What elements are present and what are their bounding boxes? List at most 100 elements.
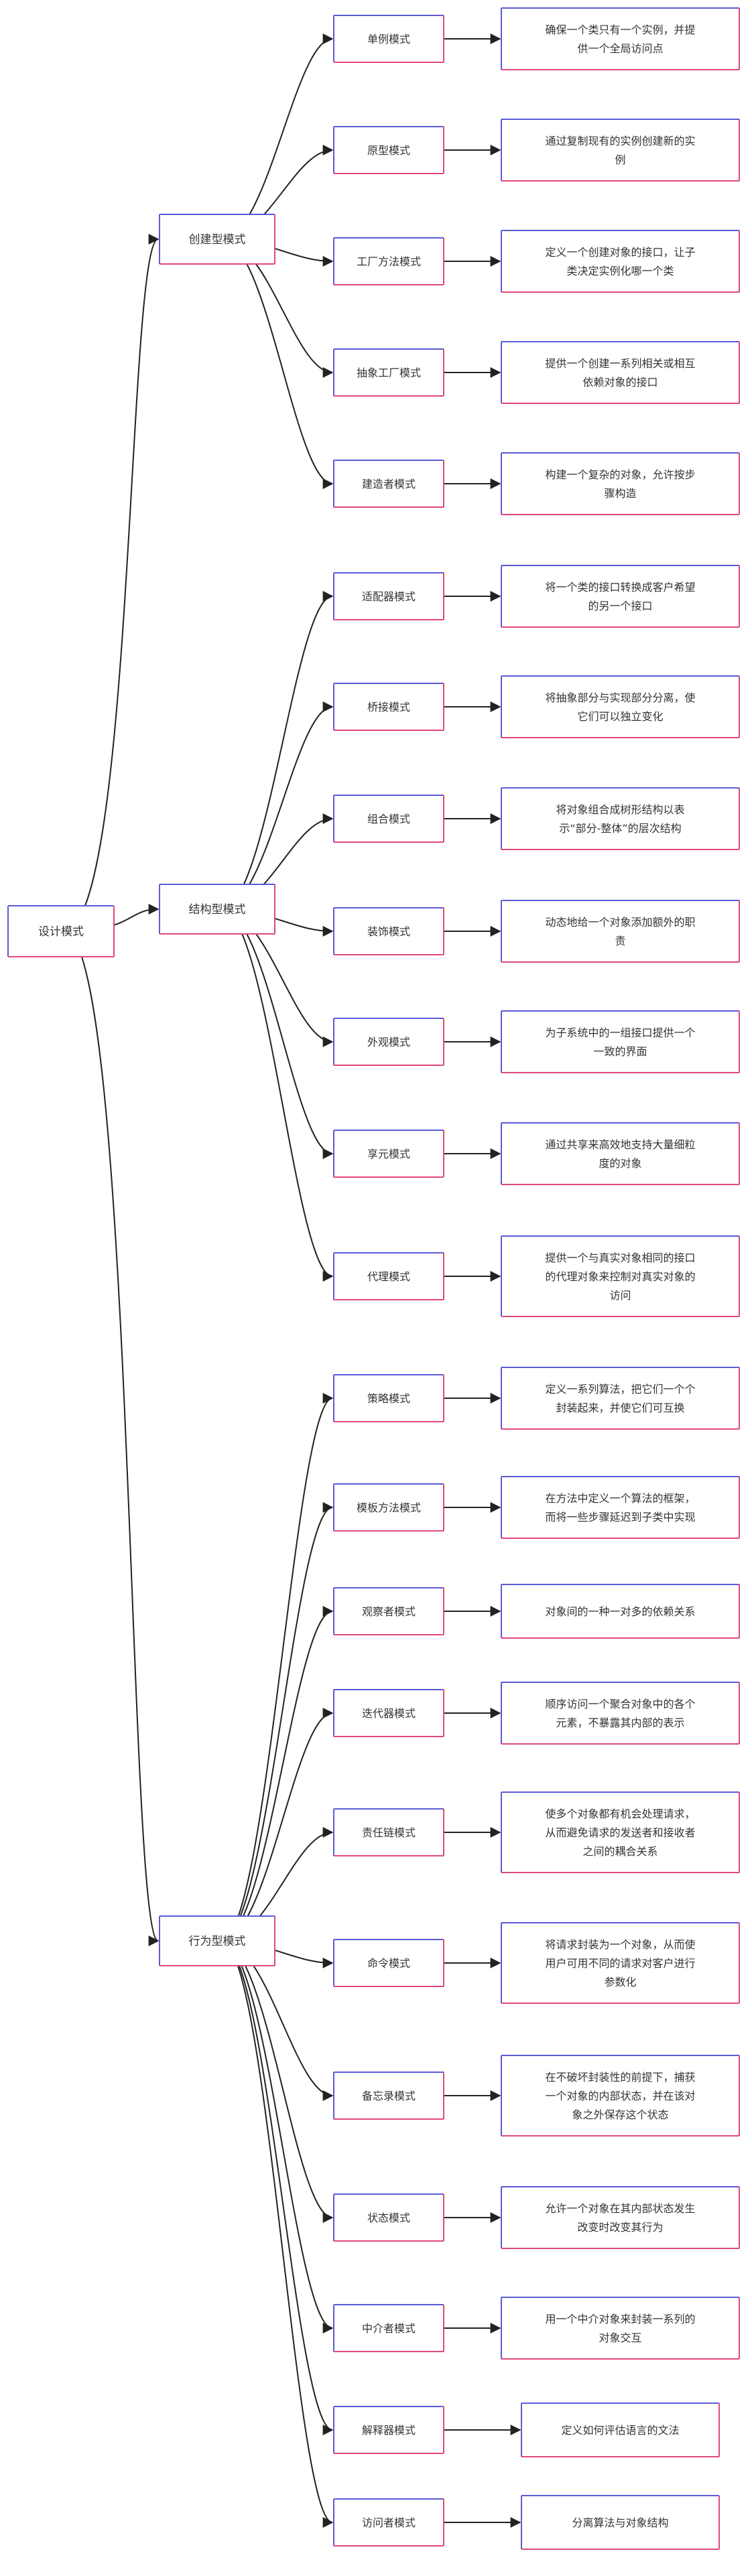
description-node-3-5: 使多个对象都有机会处理请求，从而避免请求的发送者和接收者之间的耦合关系 [501, 1791, 740, 1873]
pattern-node-3-1-frame [334, 1375, 444, 1422]
pattern-node-2-4-label: 装饰模式 [367, 925, 410, 938]
description-node-2-7-frame [501, 1236, 739, 1316]
pattern-node-3-2: 模板方法模式 [333, 1483, 444, 1532]
description-node-3-2-text: 在方法中定义一个算法的框架，而将一些步骤延迟到子类中实现 [545, 1492, 695, 1523]
category-node-1-label: 创建型模式 [189, 233, 246, 247]
pattern-node-2-7-frame [334, 1253, 444, 1300]
description-node-1-2-frame [501, 119, 739, 181]
pattern-node-2-7-label: 代理模式 [367, 1270, 410, 1283]
category-node-3-label: 行为型模式 [189, 1935, 246, 1948]
edge-category-1-to-pattern-5 [221, 239, 334, 489]
pattern-node-1-4-frame [334, 349, 444, 396]
description-node-3-5-text: 使多个对象都有机会处理请求，从而避免请求的发送者和接收者之间的耦合关系 [545, 1808, 695, 1858]
pattern-node-3-8: 状态模式 [333, 2193, 444, 2242]
description-node-3-6-text: 将请求封装为一个对象，从而使用户可用不同的请求对客户进行参数化 [545, 1938, 695, 1988]
pattern-node-2-3: 组合模式 [333, 795, 444, 843]
description-node-3-8-text: 允许一个对象在其内部状态发生改变时改变其行为 [545, 2202, 695, 2234]
description-node-3-9-frame [501, 2297, 739, 2359]
description-node-2-3-frame [501, 788, 739, 850]
description-node-3-10-frame [521, 2403, 719, 2457]
description-node-3-9: 用一个中介对象来封装一系列的对象交互 [501, 2297, 740, 2360]
description-node-1-5: 构建一个复杂的对象，允许按步骤构造 [501, 452, 740, 515]
pattern-node-3-10: 解释器模式 [333, 2406, 444, 2454]
description-node-3-3-frame [501, 1584, 739, 1638]
pattern-node-2-1: 适配器模式 [333, 572, 444, 620]
description-node-3-4-text: 顺序访问一个聚合对象中的各个元素，不暴露其内部的表示 [545, 1698, 695, 1729]
pattern-node-3-11-frame [334, 2499, 444, 2546]
pattern-node-1-4: 抽象工厂模式 [333, 348, 444, 397]
pattern-node-3-2-frame [334, 1484, 444, 1531]
root-node-frame [8, 906, 114, 957]
pattern-node-3-5-label: 责任链模式 [362, 1826, 416, 1839]
pattern-node-2-6-frame [334, 1130, 444, 1177]
pattern-node-3-8-frame [334, 2194, 444, 2241]
pattern-node-2-5-frame [334, 1018, 444, 1065]
description-node-3-7-frame [501, 2055, 739, 2136]
description-node-2-2-frame [501, 676, 739, 738]
description-node-3-6-frame [501, 1923, 739, 2003]
description-node-1-4-frame [501, 342, 739, 403]
edges-layer [63, 33, 521, 2528]
description-node-2-4-frame [501, 900, 739, 962]
description-node-3-8-frame [501, 2187, 739, 2248]
description-node-2-6-text: 通过共享来高效地支持大量细粒度的对象 [545, 1138, 695, 1170]
pattern-node-2-4-frame [334, 908, 444, 955]
pattern-node-2-1-frame [334, 573, 444, 620]
category-node-1-frame [160, 214, 275, 264]
pattern-node-3-1: 策略模式 [333, 1374, 444, 1422]
edge-root-to-category-3 [63, 931, 160, 1946]
description-node-1-3-frame [501, 230, 739, 292]
pattern-node-1-1-label: 单例模式 [367, 33, 410, 46]
pattern-node-2-5-label: 外观模式 [367, 1036, 410, 1048]
pattern-node-2-6: 享元模式 [333, 1130, 444, 1178]
pattern-node-1-5: 建造者模式 [333, 460, 444, 508]
description-node-2-5: 为子系统中的一组接口提供一个一致的界面 [501, 1010, 740, 1073]
pattern-node-3-5: 责任链模式 [333, 1808, 444, 1856]
pattern-node-1-2-frame [334, 127, 444, 174]
description-node-2-1: 将一个类的接口转换成客户希望的另一个接口 [501, 565, 740, 628]
pattern-node-3-5-frame [334, 1809, 444, 1856]
description-node-1-1: 确保一个类只有一个实例，并提供一个全局访问点 [501, 7, 740, 70]
description-node-3-4-frame [501, 1682, 739, 1744]
category-node-2-frame [160, 884, 275, 934]
description-node-3-1-frame [501, 1367, 739, 1429]
edge-category-3-to-pattern-10 [221, 1940, 334, 2435]
pattern-node-1-4-label: 抽象工厂模式 [357, 366, 421, 379]
pattern-node-3-7-label: 备忘录模式 [362, 2090, 416, 2102]
edge-category-2-to-pattern-1 [221, 591, 334, 910]
description-node-1-4-text: 提供一个创建一系列相关或相互依赖对象的接口 [545, 357, 695, 389]
root-node-label: 设计模式 [38, 925, 84, 939]
pattern-node-3-4-frame [334, 1690, 444, 1737]
description-node-1-5-text: 构建一个复杂的对象，允许按步骤构造 [545, 468, 695, 500]
description-node-2-7-text: 提供一个与真实对象相同的接口的代理对象来控制对真实对象的访问 [545, 1251, 695, 1302]
pattern-node-3-1-label: 策略模式 [367, 1392, 410, 1405]
description-node-3-11: 分离算法与对象结构 [521, 2495, 720, 2550]
pattern-node-3-11: 访问者模式 [333, 2498, 444, 2547]
pattern-node-3-9: 中介者模式 [333, 2304, 444, 2352]
pattern-node-2-3-label: 组合模式 [367, 813, 410, 825]
pattern-node-3-10-label: 解释器模式 [362, 2424, 416, 2437]
pattern-node-3-3: 观察者模式 [333, 1587, 444, 1635]
edge-category-2-to-pattern-6 [221, 908, 334, 1159]
pattern-node-1-3-frame [334, 238, 444, 285]
pattern-node-3-4: 迭代器模式 [333, 1689, 444, 1737]
description-node-3-2: 在方法中定义一个算法的框架，而将一些步骤延迟到子类中实现 [501, 1476, 740, 1539]
pattern-node-3-3-label: 观察者模式 [362, 1605, 416, 1618]
category-node-1: 创建型模式 [159, 214, 275, 265]
category-node-2-label: 结构型模式 [189, 903, 246, 917]
description-node-2-6-frame [501, 1123, 739, 1184]
pattern-node-2-6-label: 享元模式 [367, 1148, 410, 1160]
description-node-3-6: 将请求封装为一个对象，从而使用户可用不同的请求对客户进行参数化 [501, 1922, 740, 2004]
pattern-node-3-9-label: 中介者模式 [362, 2322, 416, 2335]
description-node-3-7-text: 在不破坏封装性的前提下，捕获一个对象的内部状态，并在该对象之外保存这个状态 [545, 2071, 695, 2121]
pattern-node-1-5-frame [334, 460, 444, 507]
description-node-2-3-text: 将对象组合成树形结构以表示“部分-整体”的层次结构 [556, 803, 684, 835]
pattern-node-1-3-label: 工厂方法模式 [357, 255, 421, 268]
description-node-2-4: 动态地给一个对象添加额外的职责 [501, 900, 740, 963]
pattern-node-3-9-frame [334, 2305, 444, 2352]
description-node-2-3: 将对象组合成树形结构以表示“部分-整体”的层次结构 [501, 787, 740, 850]
pattern-node-3-10-frame [334, 2406, 444, 2453]
category-node-3: 行为型模式 [159, 1915, 275, 1966]
pattern-node-3-11-label: 访问者模式 [362, 2516, 416, 2529]
